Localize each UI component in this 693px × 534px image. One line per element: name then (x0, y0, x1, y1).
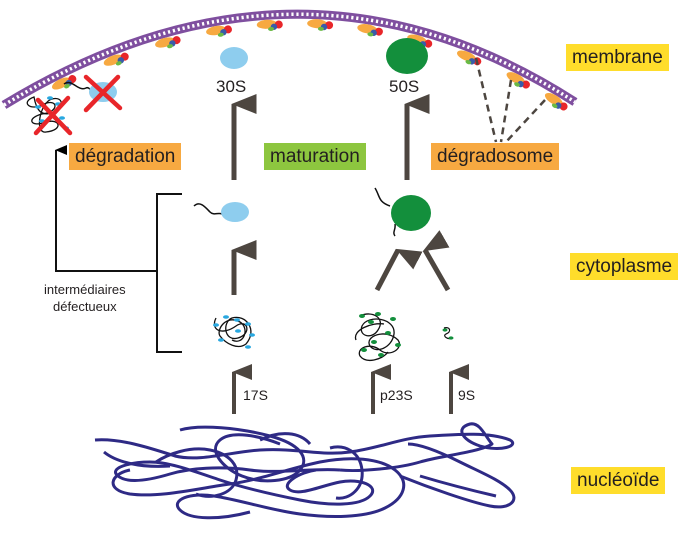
cross-icon (33, 74, 123, 136)
nucleoid-dna (94, 422, 516, 520)
degradosome-complex (206, 25, 232, 37)
process-label-degradation: dégradation (69, 143, 182, 170)
compartment-label-membrane: membrane (566, 44, 669, 71)
degradosome-complex (103, 52, 129, 66)
precursor-17S-tangle (213, 315, 255, 349)
degradosome-complex (544, 92, 568, 111)
subunit-50S-particle (386, 38, 428, 74)
membrane (1, 9, 578, 109)
arrow-9S-to-50S-intermediate (422, 230, 451, 292)
precursor-label-p23S: p23S (380, 387, 413, 403)
defective-intermediates-line2: défectueux (53, 298, 117, 314)
degradosome-complex (155, 36, 181, 49)
intermediate-30S-tailed (193, 202, 249, 222)
subunit-label-30S: 30S (216, 77, 247, 96)
degradosome-complex (307, 19, 334, 31)
precursor-label-17S: 17S (243, 387, 268, 403)
process-label-degradosome: dégradosome (431, 143, 560, 170)
arrow-p23S-to-50S-intermediate (374, 248, 423, 292)
degradosome-pointer-lines (474, 57, 546, 143)
degradosome-complex (51, 75, 77, 90)
defective-intermediates-label: intermédiaires défectueux (44, 282, 126, 316)
defective-intermediates-line1: intermédiaires (44, 282, 126, 297)
precursor-label-9S: 9S (458, 387, 476, 403)
defective-intermediates-bracket (156, 193, 182, 353)
precursor-9S-tangle (442, 327, 454, 340)
degradosome-complex (506, 72, 530, 89)
degradosome-complex (357, 24, 383, 37)
subunit-label-50S: 50S (389, 77, 420, 96)
degradosome-complex (256, 19, 283, 31)
intermediate-50S-tailed (374, 187, 431, 237)
compartment-label-cytoplasm: cytoplasme (570, 253, 679, 280)
process-label-maturation: maturation (264, 143, 366, 170)
degradosome-complexes (51, 19, 568, 111)
arrow-to-degradation (55, 145, 157, 272)
subunit-30S-particle (220, 47, 248, 69)
compartment-label-nucleoid: nucléoïde (571, 467, 666, 494)
precursor-p23S-tangle (354, 312, 401, 362)
